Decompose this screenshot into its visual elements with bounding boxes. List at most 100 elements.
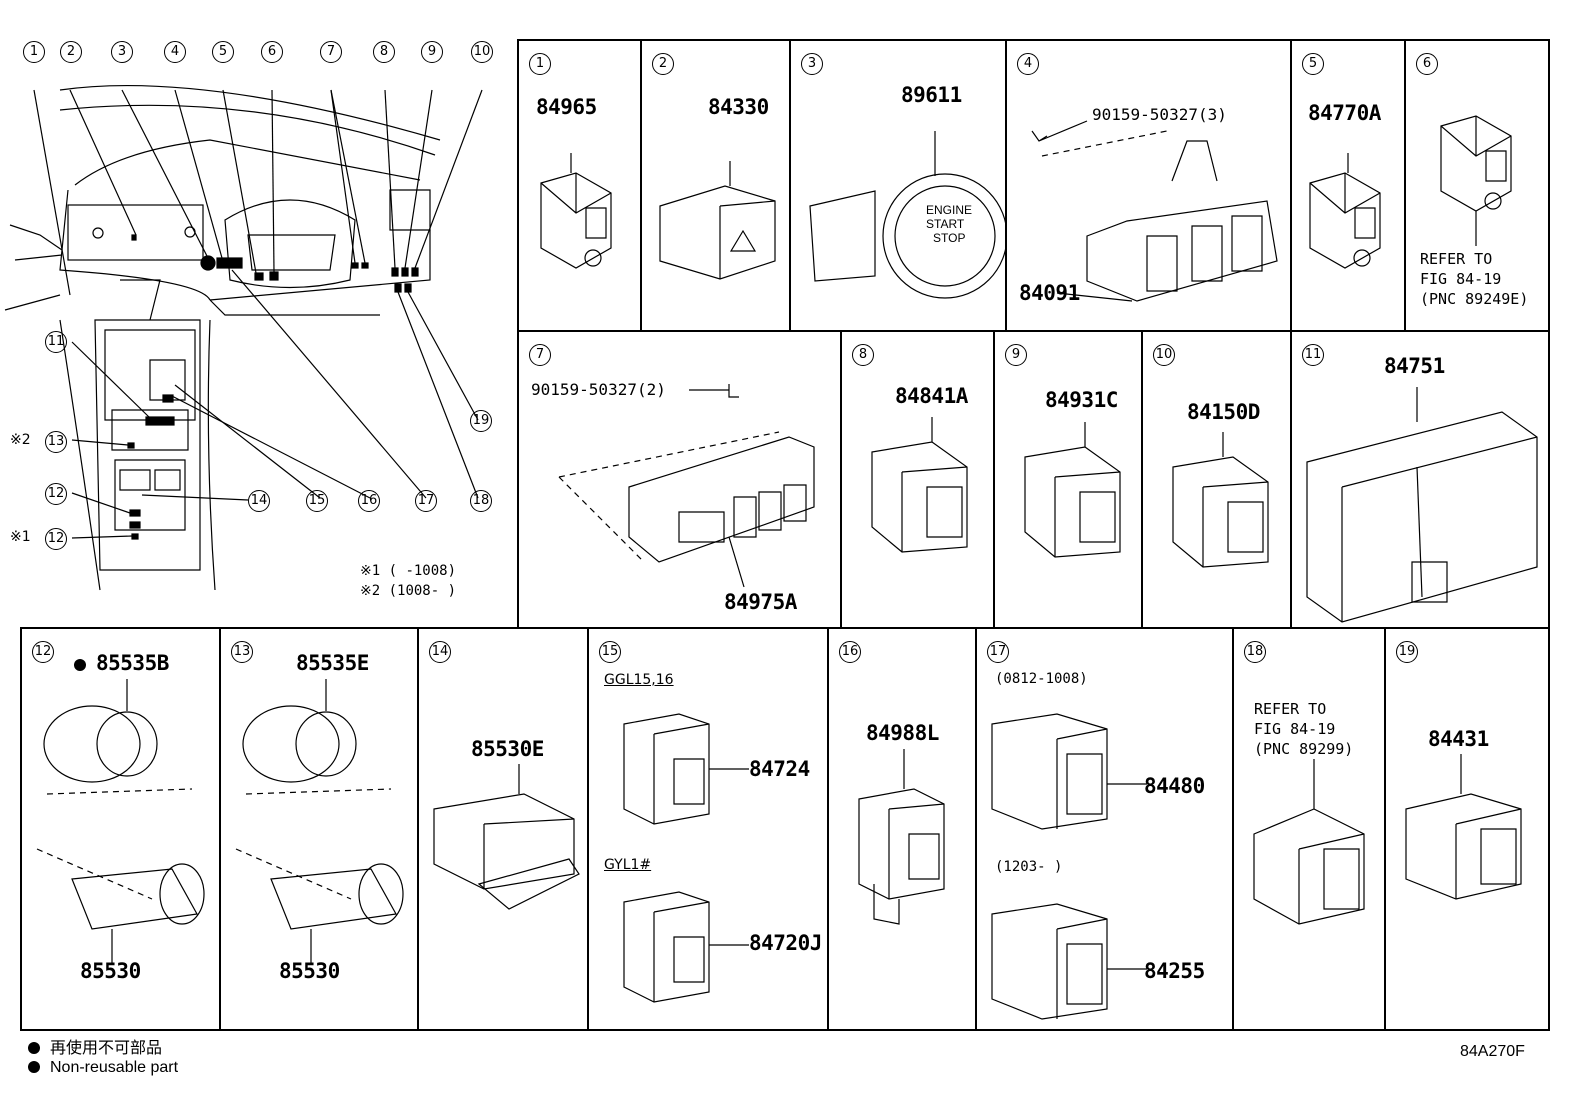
nonreusable-dot-icon	[28, 1042, 40, 1054]
callout-12b: 12	[45, 528, 67, 550]
part-number: 89611	[901, 83, 962, 107]
nonreusable-dot-icon	[74, 659, 86, 671]
callout-5: 5	[212, 41, 234, 63]
callout-17: 17	[415, 490, 437, 512]
part-number: 84091	[1019, 281, 1080, 305]
button-label-engine: ENGINE	[926, 203, 973, 217]
switch-drawing	[531, 153, 631, 273]
cell-number: 8	[852, 344, 874, 366]
part-number-nonreusable: 85535B	[74, 651, 169, 675]
condition-label: GGL15,16	[604, 672, 674, 688]
cell-number: 12	[32, 641, 54, 663]
callout-7: 7	[320, 41, 342, 63]
start-stop-button-drawing	[805, 131, 1000, 316]
switch-drawing	[1158, 432, 1283, 572]
legend-en: Non-reusable part	[28, 1059, 178, 1077]
cell-17: 17 (0812-1008) 84480 (1203- ) 84255	[975, 627, 1234, 1031]
part-number: 84975A	[724, 590, 797, 614]
part-number: 84330	[708, 95, 769, 119]
part-number: 85530	[279, 959, 340, 983]
part-number: 84255	[1144, 959, 1205, 983]
switch-drawing	[619, 709, 749, 839]
callout-10: 10	[471, 41, 493, 63]
part-number: 85530	[80, 959, 141, 983]
console-panel-drawing	[1302, 382, 1547, 622]
cell-14: 14 85530E	[417, 627, 589, 1031]
refer-note: REFER TO FIG 84-19 (PNC 89299)	[1254, 700, 1354, 758]
switch-drawing	[1401, 754, 1536, 904]
cell-13: 13 85535E 85530	[219, 627, 419, 1031]
callout-12a: 12	[45, 483, 67, 505]
cell-number: 4	[1017, 53, 1039, 75]
switch-drawing	[987, 709, 1147, 834]
legend-jp-text: 再使用不可部品	[50, 1040, 163, 1057]
legend-en-text: Non-reusable part	[50, 1059, 179, 1076]
switch-drawing	[854, 749, 954, 929]
callout-8: 8	[373, 41, 395, 63]
cell-19: 19 84431	[1384, 627, 1550, 1031]
button-label-stop: STOP	[933, 231, 966, 245]
cell-number: 13	[231, 641, 253, 663]
cell-number: 3	[801, 53, 823, 75]
cell-7: 7 90159-50327(2) 84975A	[517, 330, 842, 629]
part-number: 84431	[1428, 727, 1489, 751]
switch-drawing	[1244, 759, 1379, 924]
callout-1: 1	[23, 41, 45, 63]
callout-3: 3	[111, 41, 133, 63]
switch-drawing	[1300, 153, 1400, 273]
part-number: 84724	[749, 757, 810, 781]
socket-drawing	[231, 679, 416, 959]
cell-18: 18 REFER TO FIG 84-19 (PNC 89299)	[1232, 627, 1386, 1031]
socket-cover-drawing	[429, 764, 584, 914]
part-number: 84751	[1384, 354, 1445, 378]
part-number: 85535E	[296, 651, 369, 675]
button-label-start: START	[926, 217, 965, 231]
cell-number: 15	[599, 641, 621, 663]
cell-number: 11	[1302, 344, 1324, 366]
switch-drawing	[987, 899, 1147, 1024]
cell-number: 7	[529, 344, 551, 366]
refer-note: REFER TO FIG 84-19 (PNC 89249E)	[1420, 250, 1529, 308]
part-number: 85530E	[471, 737, 544, 761]
cell-5: 5 84770A	[1290, 39, 1406, 332]
cell-number: 10	[1153, 344, 1175, 366]
cell-12: 12 85535B 85530	[20, 627, 221, 1031]
switch-drawing	[619, 887, 749, 1017]
note-1: ※1 ( -1008)	[360, 563, 457, 579]
cell-4: 4 90159-50327(3) 84091	[1005, 39, 1292, 332]
note-mark-2: ※2	[10, 432, 31, 448]
cell-9: 9 84931C	[993, 330, 1143, 629]
overview-panel: 1 2 3 4 5 6 7 8 9 10 11 ※2 13 12 ※1 12 1…	[0, 30, 520, 610]
callout-2: 2	[60, 41, 82, 63]
cell-number: 9	[1005, 344, 1027, 366]
note-2: ※2 (1008- )	[360, 583, 457, 599]
cell-8: 8 84841A	[840, 330, 995, 629]
callout-14: 14	[248, 490, 270, 512]
part-number: 84841A	[895, 384, 968, 408]
callout-4: 4	[164, 41, 186, 63]
cell-2: 2 84330	[640, 39, 791, 332]
hazard-switch-drawing	[650, 161, 785, 281]
cell-16: 16 84988L	[827, 627, 977, 1031]
part-number: 84965	[536, 95, 597, 119]
condition-label: (0812-1008)	[995, 671, 1088, 687]
cell-number: 5	[1302, 53, 1324, 75]
cell-11: 11 84751	[1290, 330, 1550, 629]
cell-number: 6	[1416, 53, 1438, 75]
socket-drawing	[32, 679, 217, 959]
part-number: 84720J	[749, 931, 822, 955]
part-number: 84480	[1144, 774, 1205, 798]
switch-drawing	[1010, 422, 1135, 562]
part-number: 84988L	[866, 721, 939, 745]
cell-6: 6 REFER TO FIG 84-19 (PNC 89249E)	[1404, 39, 1550, 332]
cell-number: 1	[529, 53, 551, 75]
switch-panel-drawing	[549, 387, 829, 587]
figure-code: 84A270F	[1460, 1043, 1525, 1060]
cell-number: 2	[652, 53, 674, 75]
screw-part-number: 90159-50327(2)	[531, 380, 666, 399]
note-mark-1: ※1	[10, 529, 31, 545]
callout-9: 9	[421, 41, 443, 63]
callout-11: 11	[45, 331, 67, 353]
part-number: 84150D	[1187, 400, 1260, 424]
callout-18: 18	[470, 490, 492, 512]
